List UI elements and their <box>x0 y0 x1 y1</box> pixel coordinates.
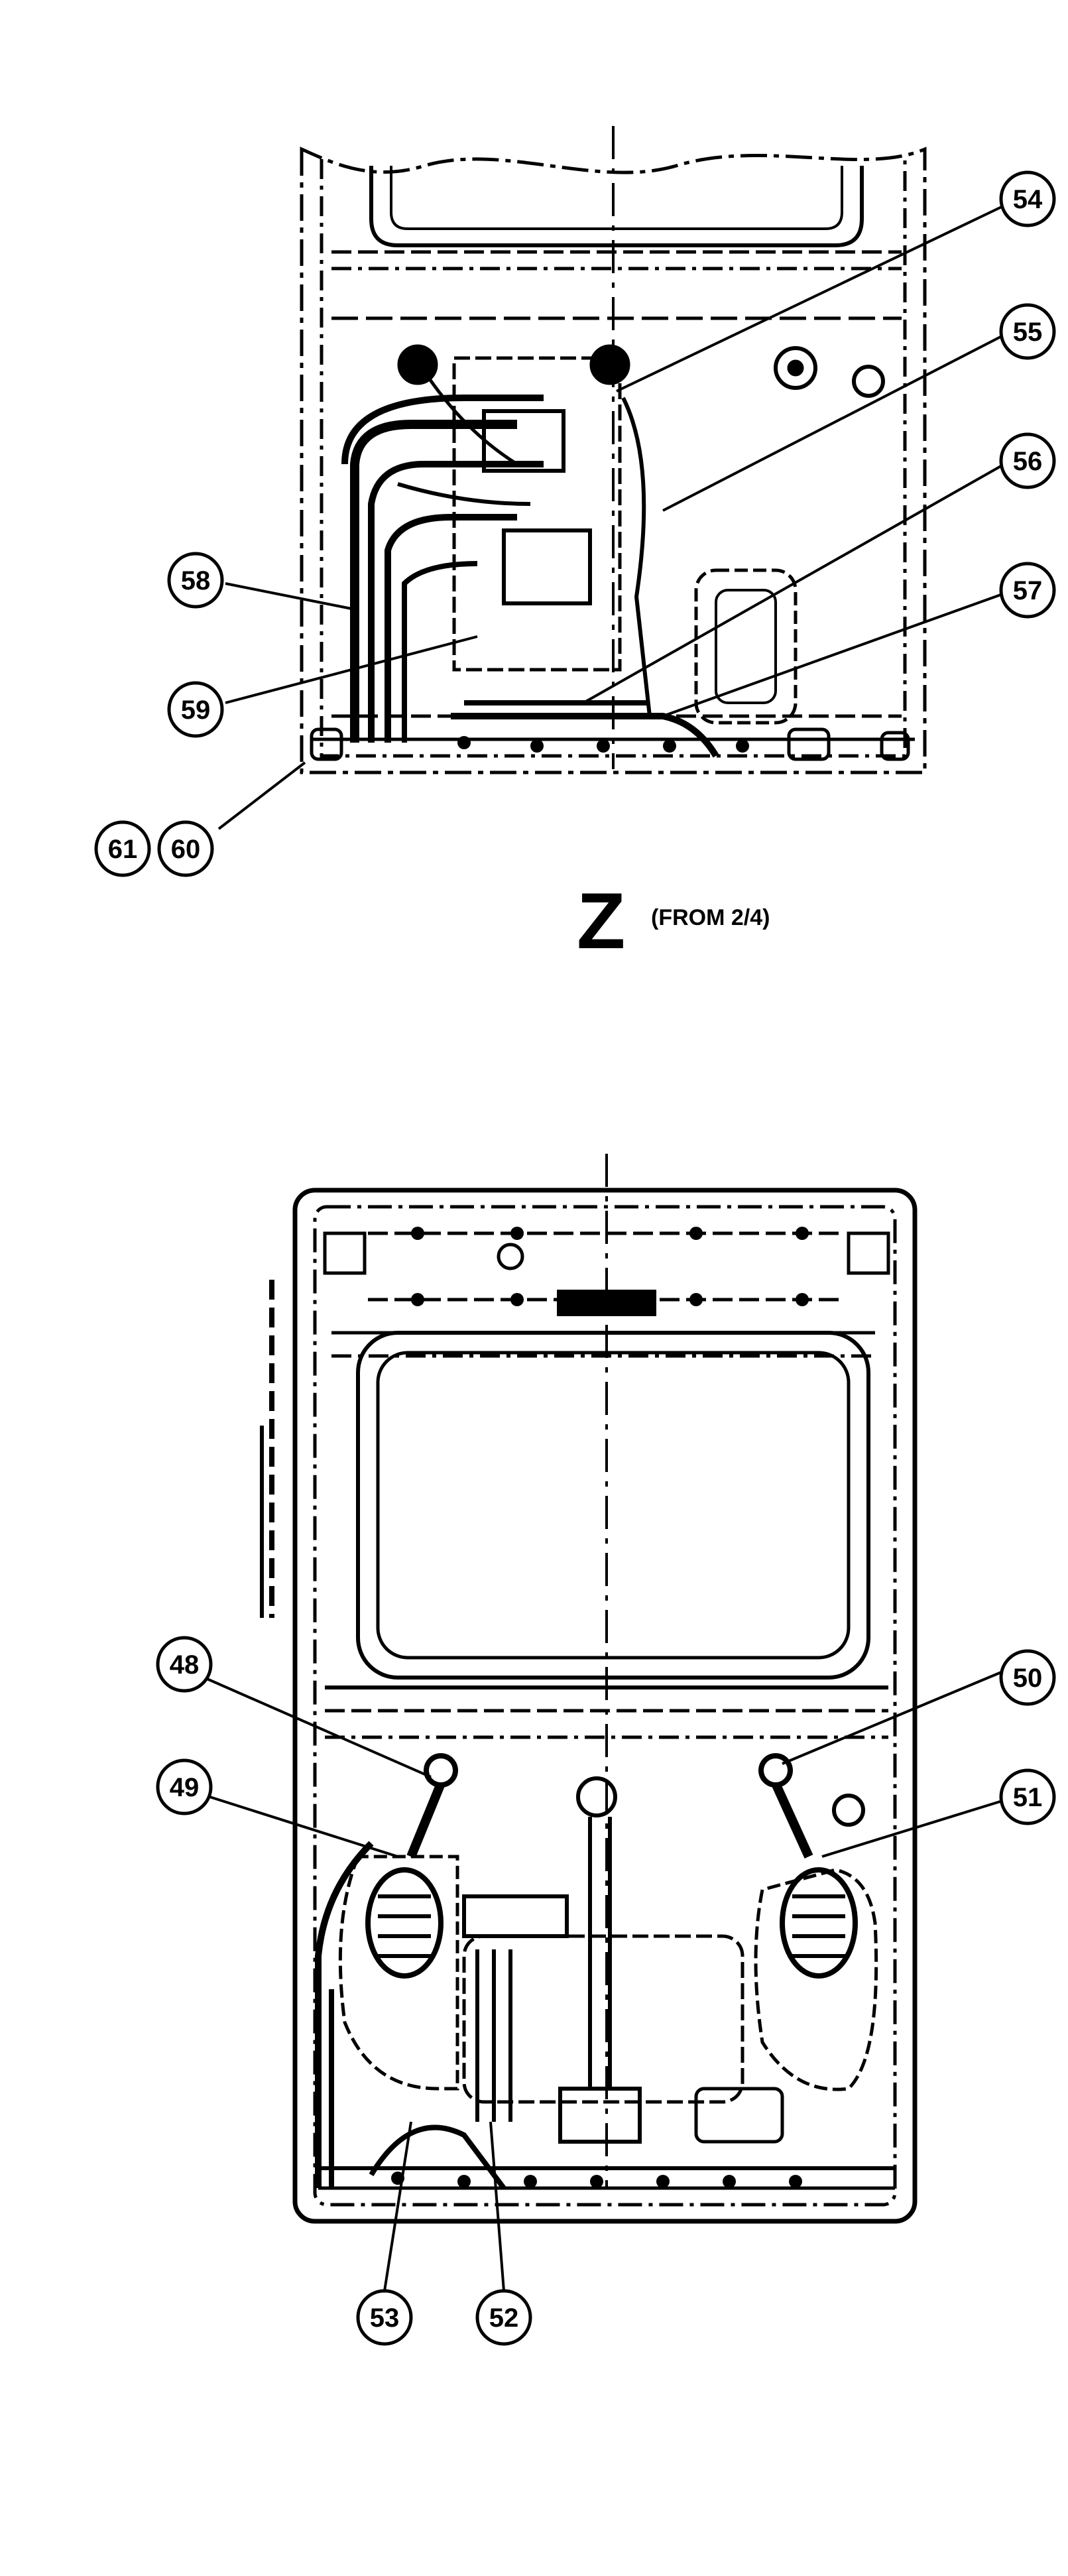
svg-text:49: 49 <box>170 1773 200 1802</box>
callout-61: 61 <box>94 820 151 877</box>
top-housing-outline <box>300 147 927 774</box>
callout-53: 53 <box>356 2289 413 2346</box>
callout-54: 54 <box>999 170 1056 227</box>
top-housing-inner <box>320 159 907 758</box>
svg-text:58: 58 <box>181 566 211 595</box>
side-module <box>694 568 798 725</box>
svg-text:59: 59 <box>181 696 211 725</box>
callout-49: 49 <box>156 1758 213 1815</box>
view-label: Z (FROM 2/4) <box>577 877 770 965</box>
callout-55: 55 <box>999 303 1056 360</box>
bottom-housing-outline <box>292 1188 918 2224</box>
svg-text:52: 52 <box>489 2303 519 2333</box>
svg-text:54: 54 <box>1013 185 1043 214</box>
top-callouts: 54 55 56 57 58 59 61 60 <box>94 170 1056 877</box>
svg-text:55: 55 <box>1013 318 1043 347</box>
bottom-cabinet-view <box>188 1154 1005 2292</box>
callout-52: 52 <box>475 2289 532 2346</box>
left-coil-assembly <box>338 1753 459 2091</box>
callout-58: 58 <box>167 552 224 609</box>
callout-48: 48 <box>156 1636 213 1693</box>
svg-text:Z: Z <box>577 877 625 965</box>
top-cabinet-view <box>217 126 1005 830</box>
callout-56: 56 <box>999 432 1056 489</box>
top-recess <box>369 166 864 247</box>
svg-text:57: 57 <box>1013 576 1043 605</box>
callout-51: 51 <box>999 1768 1056 1825</box>
callout-59: 59 <box>167 681 224 738</box>
svg-text:60: 60 <box>171 835 201 864</box>
svg-text:48: 48 <box>170 1650 200 1680</box>
svg-text:61: 61 <box>108 835 138 864</box>
right-coil-assembly <box>754 1753 878 2091</box>
callout-57: 57 <box>999 562 1056 619</box>
callout-50: 50 <box>999 1649 1056 1706</box>
svg-text:(FROM 2/4): (FROM 2/4) <box>651 905 770 930</box>
wiring-bundle <box>350 420 517 743</box>
svg-text:53: 53 <box>370 2303 400 2333</box>
svg-text:51: 51 <box>1013 1783 1043 1812</box>
svg-text:56: 56 <box>1013 447 1043 476</box>
bottom-window <box>356 1331 870 1680</box>
bottom-callouts: 48 49 50 51 53 52 <box>156 1636 1056 2346</box>
callout-60: 60 <box>157 820 214 877</box>
svg-text:50: 50 <box>1013 1664 1043 1693</box>
